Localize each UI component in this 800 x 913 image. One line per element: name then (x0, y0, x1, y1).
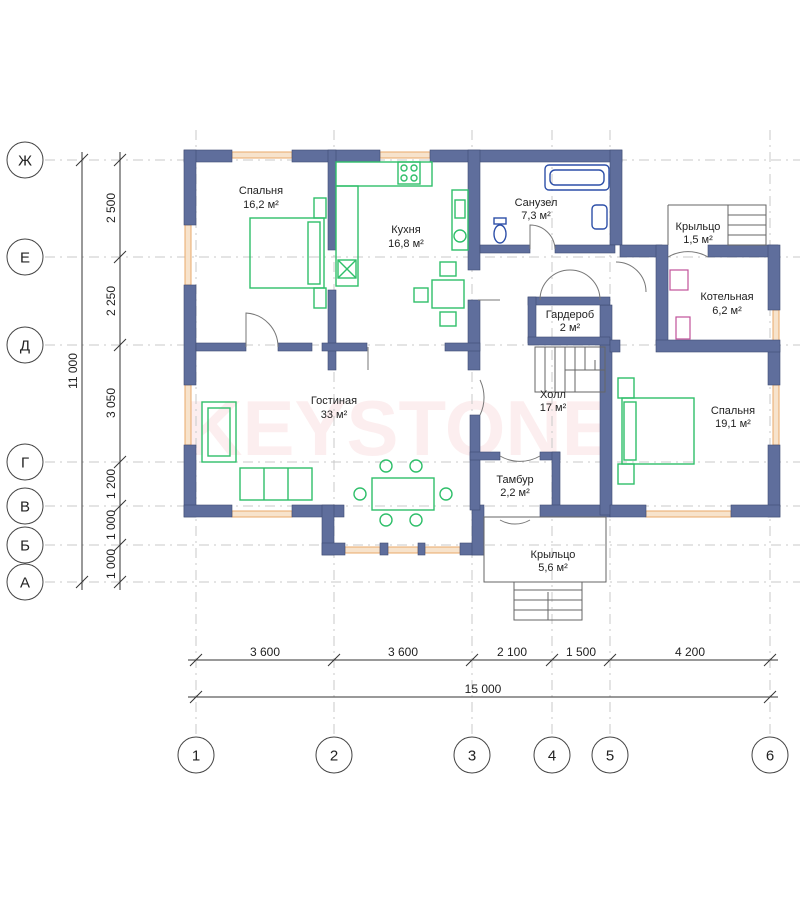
svg-text:Д: Д (20, 338, 30, 355)
grid-letter-bubbles: Ж Е Д Г В Б А (6, 141, 44, 601)
svg-text:Е: Е (20, 250, 30, 267)
windows (184, 151, 780, 554)
grid-bubble-2: 2 (315, 736, 353, 774)
svg-text:16,8 м²: 16,8 м² (388, 238, 424, 250)
svg-text:19,1 м²: 19,1 м² (715, 418, 751, 430)
room-bedroom-2: Спальня 19,1 м² (711, 405, 755, 430)
grid-bubble-6: 6 (751, 736, 789, 774)
grid-bubble-1: 1 (177, 736, 215, 774)
furniture (201, 161, 695, 527)
grid-bubble-g: Г (6, 443, 44, 481)
dim-1200: 1 200 (104, 469, 118, 499)
svg-text:1,5 м²: 1,5 м² (683, 234, 713, 246)
svg-text:Гостиная: Гостиная (311, 395, 357, 407)
dim-3050: 3 050 (104, 388, 118, 418)
svg-text:Крыльцо: Крыльцо (676, 221, 721, 233)
vertical-dimension-chain: 2 500 2 250 3 050 1 200 1 000 1 000 11 0… (66, 152, 127, 590)
svg-text:3: 3 (468, 748, 476, 765)
svg-text:Санузел: Санузел (515, 197, 558, 209)
dim-2100: 2 100 (497, 645, 527, 659)
dim-1000-1: 1 000 (104, 510, 118, 540)
svg-text:Гардероб: Гардероб (546, 309, 594, 321)
svg-text:Тамбур: Тамбур (496, 474, 533, 486)
svg-text:7,3 м²: 7,3 м² (521, 210, 551, 222)
svg-text:6,2 м²: 6,2 м² (712, 305, 742, 317)
room-wardrobe: Гардероб 2 м² (546, 309, 594, 334)
svg-text:2,2 м²: 2,2 м² (500, 487, 530, 499)
svg-text:17 м²: 17 м² (540, 402, 567, 414)
dim-1000-2: 1 000 (104, 549, 118, 579)
svg-text:Спальня: Спальня (711, 405, 755, 417)
svg-text:4: 4 (548, 748, 556, 765)
svg-text:Котельная: Котельная (700, 291, 753, 303)
living-room-set (201, 401, 453, 527)
doors (245, 224, 709, 525)
grid-bubble-v: В (6, 487, 44, 525)
grid-bubble-3: 3 (453, 736, 491, 774)
room-bathroom: Санузел 7,3 м² (515, 197, 558, 222)
bathroom-fixtures (493, 164, 610, 244)
svg-text:Спальня: Спальня (239, 185, 283, 197)
grid-bubble-zh: Ж (6, 141, 44, 179)
room-living: Гостиная 33 м² (311, 395, 357, 421)
room-labels: Спальня 16,2 м² Кухня 16,8 м² Санузел 7,… (239, 185, 755, 574)
horizontal-dimension-chain: 3 600 3 600 2 100 1 500 4 200 15 000 (188, 645, 778, 704)
svg-text:1: 1 (192, 748, 200, 765)
stairs (483, 204, 767, 621)
grid-bubble-b: Б (6, 526, 44, 564)
grid-bubble-e: Е (6, 238, 44, 276)
svg-text:А: А (20, 575, 30, 592)
walls (183, 149, 781, 556)
svg-text:Крыльцо: Крыльцо (531, 549, 576, 561)
grid-number-bubbles: 1 2 3 4 5 6 (177, 736, 789, 774)
room-hall: Холл 17 м² (540, 389, 567, 414)
room-kitchen: Кухня 16,8 м² (388, 224, 424, 250)
grid-bubble-4: 4 (533, 736, 571, 774)
svg-text:Кухня: Кухня (391, 224, 420, 236)
svg-text:Г: Г (21, 455, 29, 472)
room-bedroom-1: Спальня 16,2 м² (239, 185, 283, 211)
grid-bubble-5: 5 (591, 736, 629, 774)
svg-text:5,6 м²: 5,6 м² (538, 562, 568, 574)
room-side-porch: Крыльцо 1,5 м² (676, 221, 721, 246)
room-tambour: Тамбур 2,2 м² (496, 474, 533, 499)
kitchen-set (335, 161, 469, 327)
grid-lines-horizontal (45, 159, 800, 583)
svg-text:6: 6 (766, 748, 774, 765)
svg-text:2 м²: 2 м² (560, 322, 581, 334)
svg-text:2: 2 (330, 748, 338, 765)
dim-2250: 2 250 (104, 286, 118, 316)
svg-text:5: 5 (606, 748, 614, 765)
dim-2500: 2 500 (104, 193, 118, 223)
grid-bubble-a: А (6, 563, 44, 601)
dim-4200: 4 200 (675, 645, 705, 659)
grid-lines-vertical (195, 130, 771, 740)
svg-text:Холл: Холл (540, 389, 566, 401)
svg-text:В: В (20, 499, 30, 516)
dim-3600-1: 3 600 (250, 645, 280, 659)
grid-bubble-d: Д (6, 326, 44, 364)
svg-text:Ж: Ж (18, 153, 32, 170)
room-entrance-porch: Крыльцо 5,6 м² (531, 549, 576, 574)
room-boiler: Котельная 6,2 м² (700, 291, 753, 317)
bed-right (617, 377, 695, 485)
svg-text:33 м²: 33 м² (321, 409, 348, 421)
dim-1500: 1 500 (566, 645, 596, 659)
dim-total-width: 15 000 (465, 682, 502, 696)
boiler-equipment (669, 269, 691, 340)
dim-total-height: 11 000 (66, 353, 80, 389)
bed-left (249, 197, 327, 309)
svg-text:16,2 м²: 16,2 м² (243, 199, 279, 211)
dim-3600-2: 3 600 (388, 645, 418, 659)
svg-text:Б: Б (20, 538, 30, 555)
